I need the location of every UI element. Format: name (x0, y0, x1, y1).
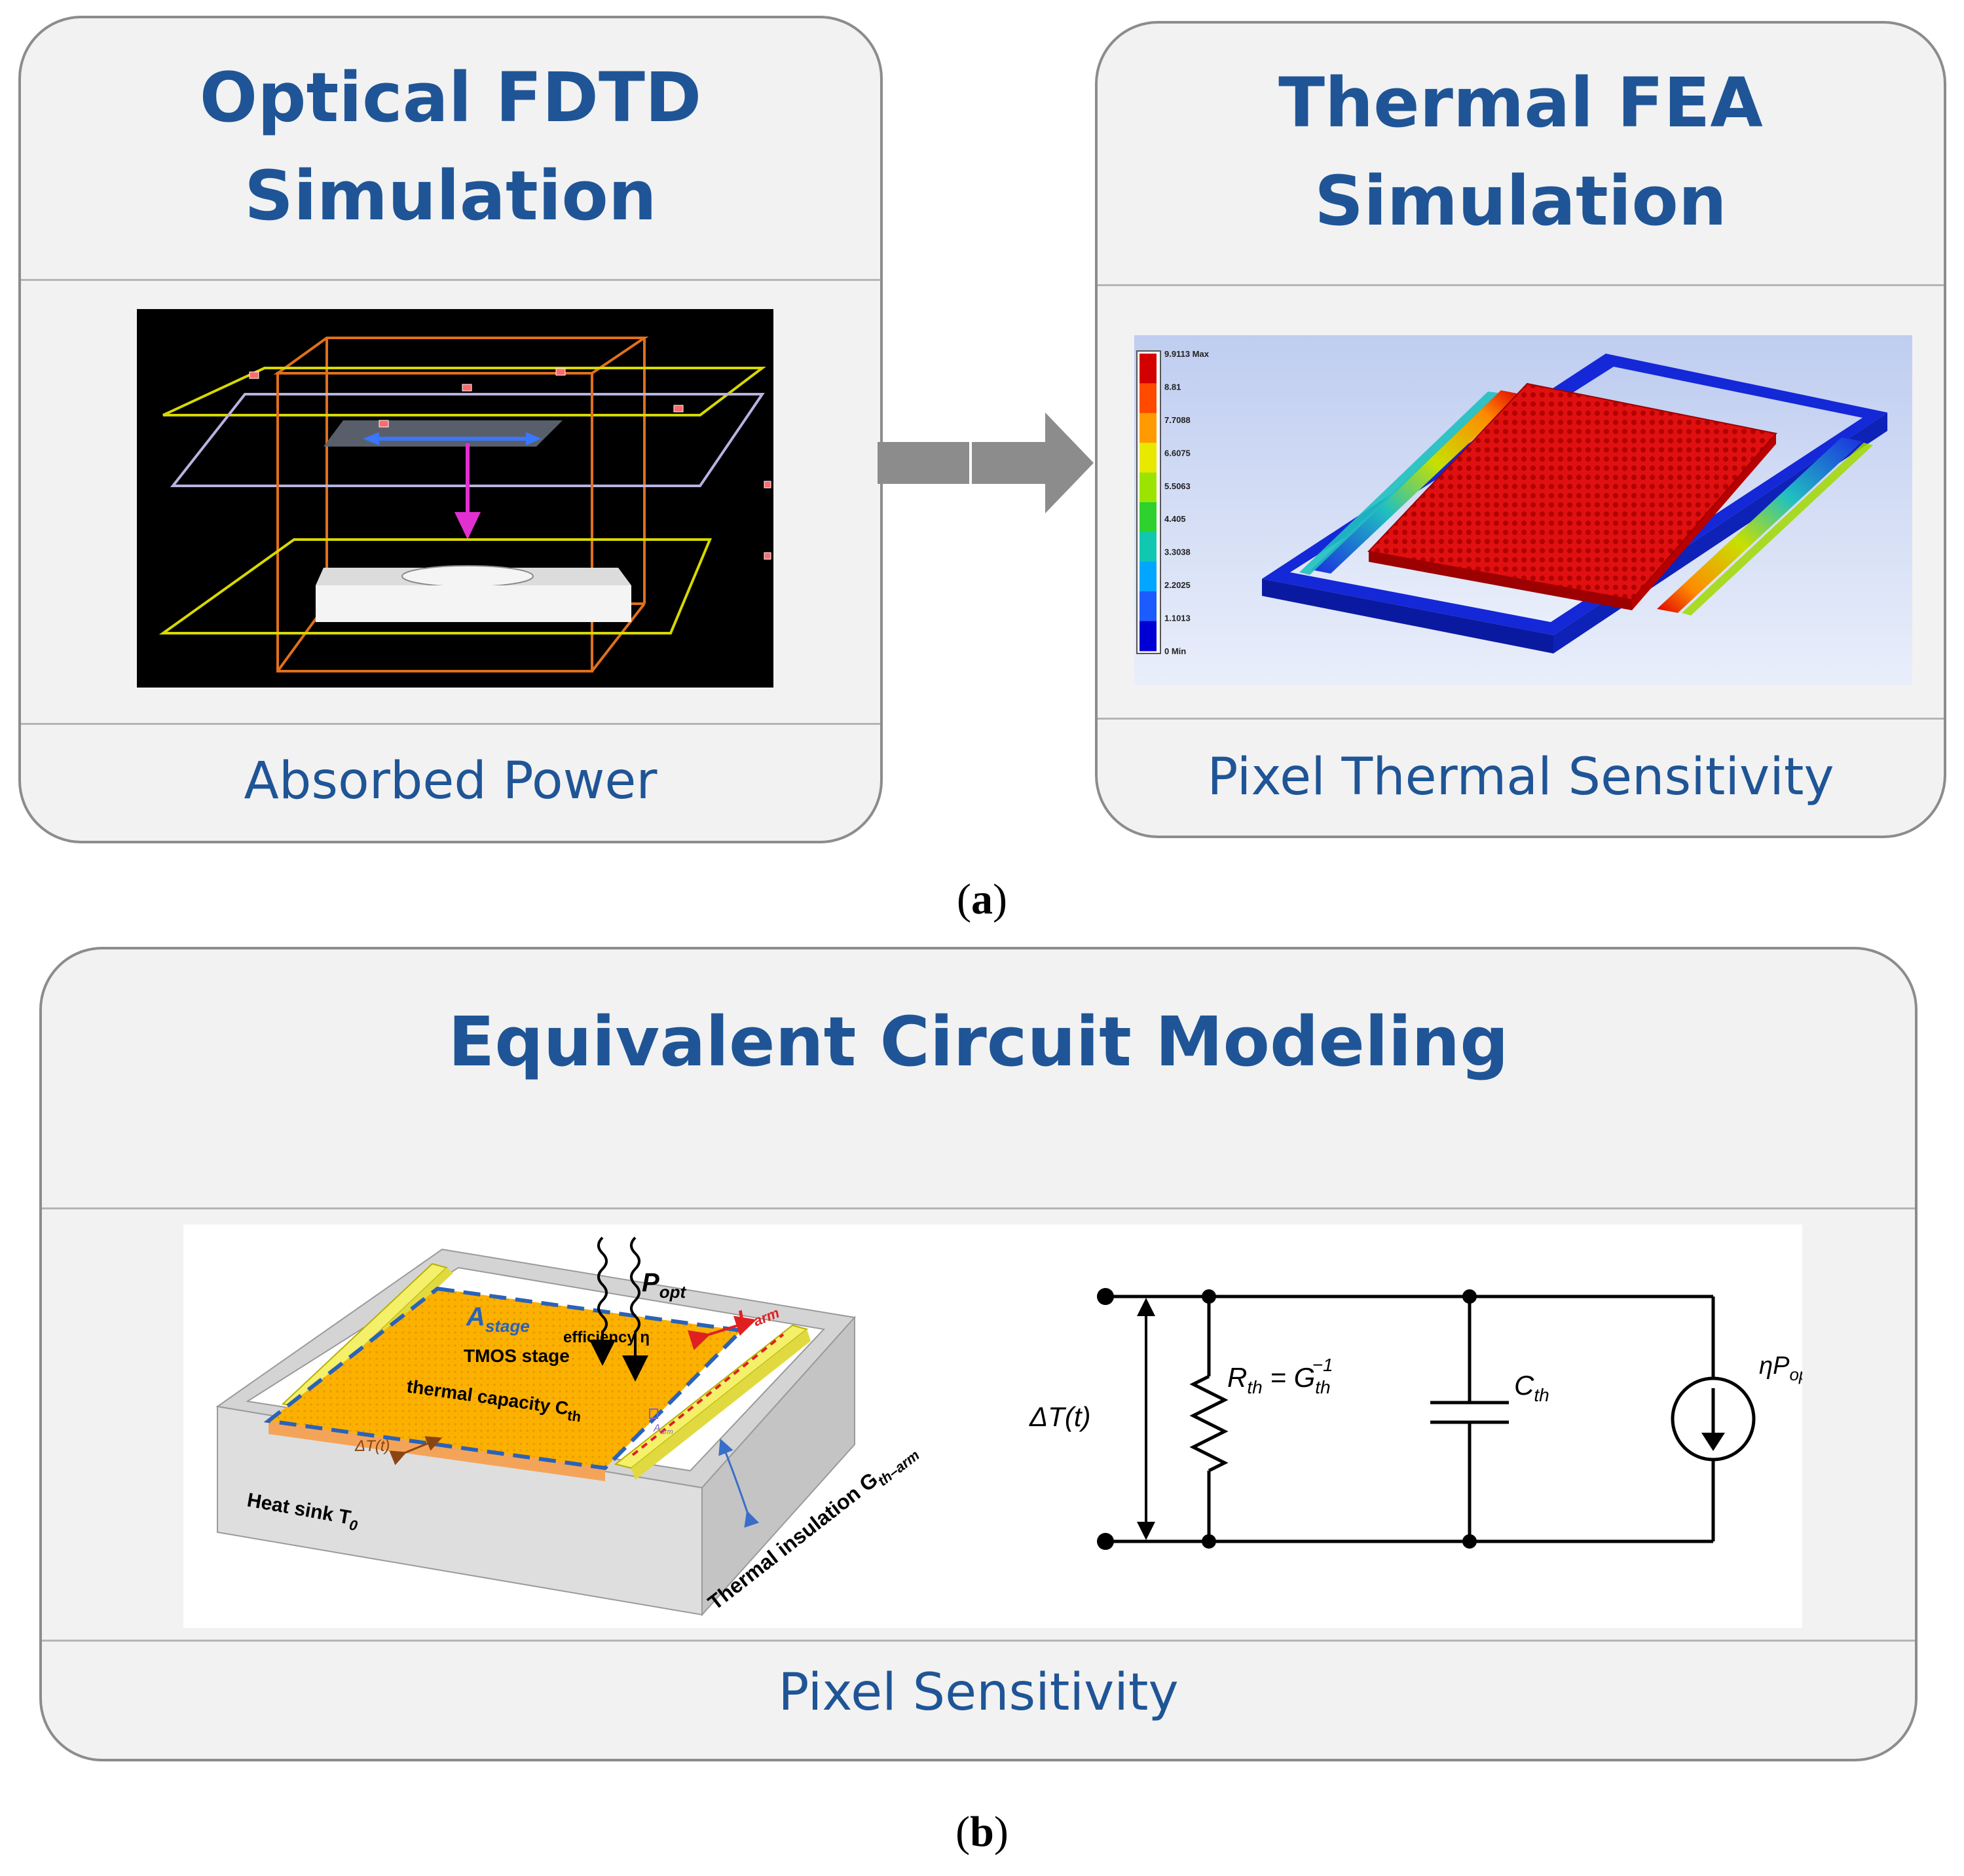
legend-label: 8.81 (1164, 382, 1181, 392)
legend-label: 1.1013 (1164, 614, 1191, 623)
yellow-monitor-plane-top (162, 367, 766, 416)
legend-label: 3.3038 (1164, 547, 1191, 557)
fdtd-simulation-image (137, 309, 773, 688)
device-delta-t-label: ΔT(t) (354, 1437, 390, 1455)
tmos-stage-label: TMOS stage (464, 1346, 570, 1366)
legend-label: 2.2025 (1164, 580, 1191, 590)
legend-swatch (1139, 413, 1157, 443)
propagation-arrow-icon (454, 512, 481, 540)
legend-label: 7.7088 (1164, 415, 1191, 425)
circuit-delta-t-label: ΔT(t) (1029, 1401, 1090, 1432)
yellow-monitor-plane-bottom (158, 538, 713, 635)
fea-right-arm (1657, 437, 1862, 613)
optical-fdtd-title-line2: Simulation (244, 156, 657, 236)
optical-fdtd-panel: Optical FDTD Simulation (18, 16, 883, 843)
legend-label: 6.6075 (1164, 448, 1191, 458)
fea-left-arm (1311, 390, 1521, 574)
equivalent-circuit-header-divider (42, 1207, 1915, 1209)
optical-fdtd-footer-divider (21, 723, 880, 725)
thermal-fea-title-line2: Simulation (1314, 161, 1727, 241)
legend-swatch (1139, 591, 1157, 622)
pixel-thermal-sensitivity-label: Pixel Thermal Sensitivity (1207, 748, 1834, 807)
thermal-fea-footer-divider (1098, 718, 1944, 720)
legend-swatch (1139, 561, 1157, 592)
legend-swatch (1139, 354, 1157, 384)
absorber-block (316, 585, 631, 622)
caption-b: (b) (955, 1808, 1009, 1856)
flow-arrow-icon (878, 413, 1094, 513)
circuit-model-figure: Popt Astage efficiency η TMOS stage ther… (183, 1224, 1802, 1628)
fea-red-stage (1367, 382, 1777, 601)
legend-label: 0 Min (1164, 646, 1186, 656)
p-opt-label: Popt (642, 1268, 686, 1302)
efficiency-label: efficiency η (563, 1329, 650, 1346)
temperature-legend: 9.9113 Max 8.81 7.7088 6.6075 5.5063 4.405 3.3… (1136, 349, 1210, 656)
legend-swatch (1139, 472, 1157, 503)
legend-swatch (1139, 621, 1157, 652)
c-th-label: Cth (1514, 1370, 1549, 1405)
resistor-icon (1189, 1374, 1229, 1473)
legend-swatch (1139, 383, 1157, 414)
equivalent-circuit-title: Equivalent Circuit Modeling (448, 1002, 1509, 1082)
legend-label: 5.5063 (1164, 481, 1191, 491)
circuit-nodes (1097, 1288, 1725, 1550)
optical-fdtd-title-line1: Optical FDTD (199, 58, 702, 138)
lavender-source-plane (170, 393, 765, 487)
caption-a: (a) (957, 875, 1007, 923)
r-th-label: Rth = Gth−1 (1227, 1355, 1333, 1397)
thermal-fea-panel: Thermal FEA Simulation (1095, 21, 1946, 838)
legend-swatch (1139, 532, 1157, 562)
legend-label: 4.405 (1164, 514, 1186, 524)
thermal-fea-header-divider (1098, 284, 1944, 286)
a-stage-label: Astage (466, 1302, 530, 1336)
absorbed-power-label: Absorbed Power (244, 752, 658, 811)
pixel-sensitivity-label: Pixel Sensitivity (778, 1663, 1179, 1722)
a-arm-label: Aarm (653, 1423, 673, 1436)
legend-swatch (1139, 443, 1157, 473)
equivalent-circuit-panel: Equivalent Circuit Modeling (39, 947, 1918, 1761)
legend-swatch (1139, 502, 1157, 532)
equivalent-circuit-footer-divider (42, 1640, 1915, 1642)
eta-p-opt-label: ηPopt (1759, 1352, 1802, 1384)
tmos-device-sketch: Popt Astage efficiency η TMOS stage ther… (215, 1236, 923, 1617)
thermal-fea-title-line1: Thermal FEA (1278, 63, 1763, 143)
tmos-stage (263, 1286, 746, 1471)
fea-simulation-image: 9.9113 Max 8.81 7.7088 6.6075 5.5063 4.405 3.3… (1134, 335, 1912, 685)
optical-fdtd-header-divider (21, 279, 880, 281)
legend-label: 9.9113 Max (1164, 349, 1210, 359)
